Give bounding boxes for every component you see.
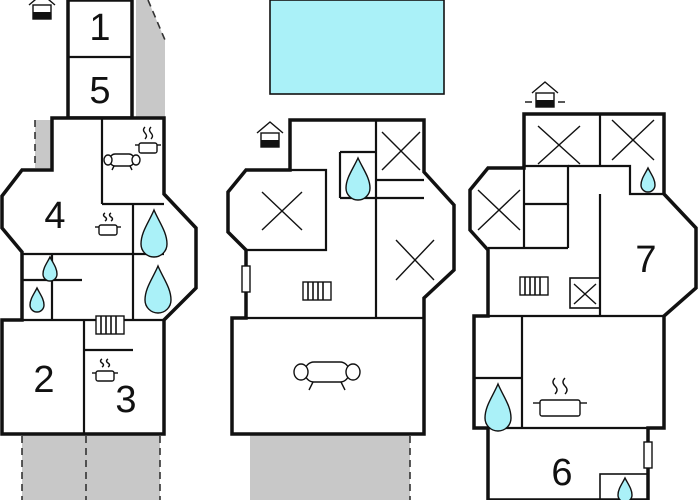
water-drop-icon xyxy=(484,382,512,432)
room-number-3: 3 xyxy=(115,379,136,421)
bed-cross-icon xyxy=(611,119,655,161)
swimming-pool xyxy=(269,0,445,95)
bed-cross-icon xyxy=(477,189,521,231)
window-icon xyxy=(241,265,251,293)
water-drop-icon xyxy=(29,286,45,313)
sofa-icon xyxy=(293,361,361,391)
water-drop-icon xyxy=(640,166,656,193)
middle-building xyxy=(226,118,456,436)
stove-icon xyxy=(95,212,121,236)
window-icon xyxy=(643,441,653,469)
radiator-icon xyxy=(302,281,332,301)
stove-icon xyxy=(533,377,587,417)
room-number-7: 7 xyxy=(635,239,656,281)
stove-icon xyxy=(92,358,118,382)
terrace-bottom-middle xyxy=(250,434,410,500)
house-entrance-icon xyxy=(28,0,56,20)
terrace-bottom-left xyxy=(22,434,160,500)
terraces xyxy=(21,0,411,500)
bed-cross-icon xyxy=(395,239,435,281)
tower-rooms xyxy=(66,0,134,120)
left-building xyxy=(0,0,198,436)
terrace-edge xyxy=(147,0,166,41)
right-building xyxy=(468,112,698,500)
room-number-4: 4 xyxy=(44,195,65,237)
water-drop-icon xyxy=(144,264,172,314)
radiator-icon xyxy=(519,276,549,296)
bed-cross-icon xyxy=(573,283,597,305)
room-number-5: 5 xyxy=(89,70,110,112)
terrace-top-left xyxy=(136,0,165,118)
house-entrance-icon xyxy=(525,81,565,108)
bed-cross-icon xyxy=(381,131,421,171)
right-house-outline xyxy=(468,112,698,500)
bed-cross-icon xyxy=(261,191,303,231)
left-house-outline xyxy=(0,116,198,436)
water-drop-icon xyxy=(617,476,633,500)
room-number-2: 2 xyxy=(33,359,54,401)
stove-icon xyxy=(135,126,161,154)
house-entrance-icon xyxy=(256,121,284,148)
water-drop-icon xyxy=(140,208,168,258)
water-drop-icon xyxy=(42,255,58,282)
bed-cross-icon xyxy=(537,125,581,165)
water-drop-icon xyxy=(345,156,371,201)
terrace-left-side xyxy=(35,120,52,168)
radiator-icon xyxy=(95,315,125,335)
sofa-icon xyxy=(103,153,141,171)
room-number-1: 1 xyxy=(89,7,110,49)
room-number-6: 6 xyxy=(551,452,572,494)
